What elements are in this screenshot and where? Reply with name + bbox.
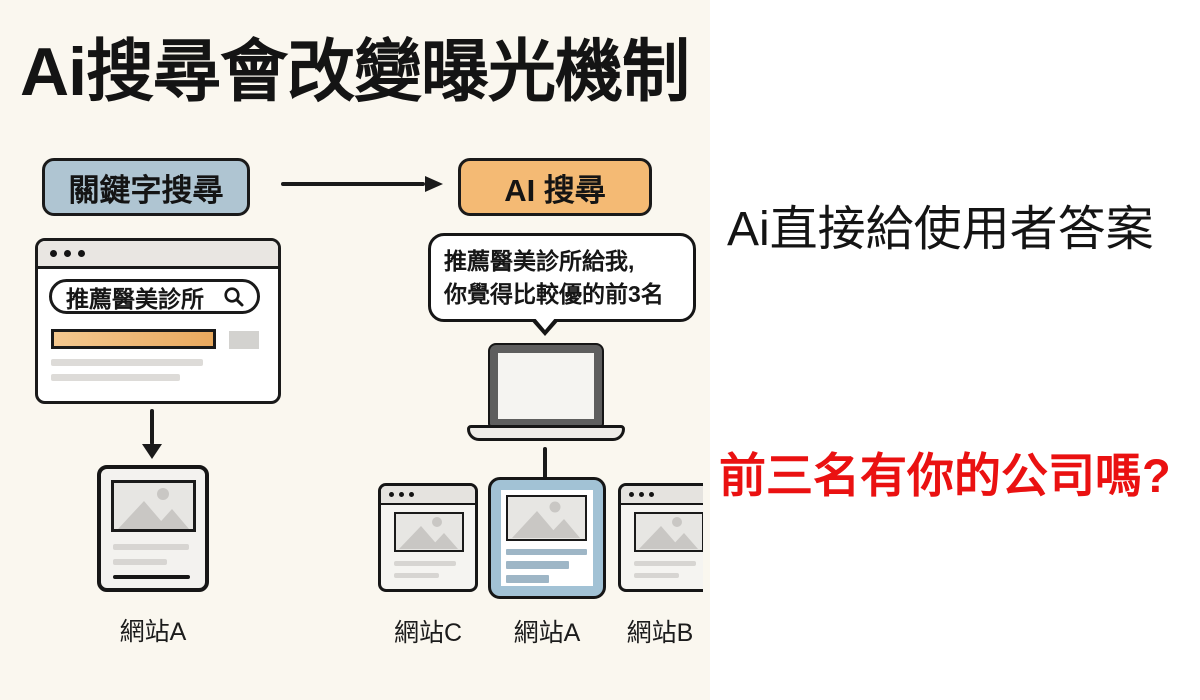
image-placeholder bbox=[506, 495, 587, 541]
photo-icon bbox=[118, 488, 189, 529]
window-dot-icon bbox=[639, 492, 644, 497]
window-dot-icon bbox=[389, 492, 394, 497]
answer-statement: Ai直接給使用者答案 bbox=[727, 203, 1154, 256]
ai-search-label: AI 搜尋 bbox=[504, 172, 606, 208]
window-dot-icon bbox=[649, 492, 654, 497]
window-dot-icon bbox=[64, 250, 71, 257]
arrow-shaft bbox=[543, 447, 547, 479]
website-label: 網站A bbox=[119, 618, 187, 646]
question-statement: 前三名有你的公司嗎? bbox=[719, 449, 1171, 502]
website-label: 網站A bbox=[513, 619, 581, 647]
image-placeholder bbox=[111, 480, 196, 532]
bubble-line-2: 你覺得比較優的前3名 bbox=[444, 281, 664, 308]
image-placeholder bbox=[394, 512, 464, 552]
browser-titlebar bbox=[381, 486, 475, 505]
card-inner bbox=[501, 490, 593, 586]
photo-icon bbox=[639, 517, 698, 549]
text-line-placeholder bbox=[113, 544, 189, 550]
website-card bbox=[378, 483, 478, 592]
laptop-screen-inner bbox=[498, 353, 594, 419]
text-line-placeholder bbox=[51, 359, 203, 366]
window-dot-icon bbox=[78, 250, 85, 257]
diagram-clip-area: Ai搜尋會改變曝光機制 關鍵字搜尋 AI 搜尋 推薦醫美診所 bbox=[20, 34, 703, 647]
browser-window: 推薦醫美診所 bbox=[35, 238, 281, 404]
highlighted-result-bar bbox=[51, 329, 216, 349]
bubble-line-1: 推薦醫美診所給我, bbox=[444, 248, 635, 274]
text-line-placeholder bbox=[634, 573, 679, 578]
text-line-placeholder bbox=[506, 561, 569, 569]
browser-titlebar bbox=[38, 241, 278, 269]
keyword-search-label: 關鍵字搜尋 bbox=[68, 172, 224, 208]
website-card bbox=[618, 483, 703, 592]
magnifier-icon bbox=[224, 286, 244, 306]
search-input: 推薦醫美診所 bbox=[49, 279, 260, 314]
text-line-placeholder bbox=[51, 374, 180, 381]
highlighted-website-card bbox=[488, 477, 606, 599]
browser-titlebar bbox=[621, 486, 703, 505]
result-chip bbox=[229, 331, 259, 349]
arrow-head bbox=[142, 444, 162, 459]
down-arrow bbox=[141, 409, 163, 459]
window-dot-icon bbox=[399, 492, 404, 497]
keyword-search-box: 關鍵字搜尋 bbox=[42, 158, 250, 216]
text-line-placeholder bbox=[113, 559, 167, 565]
speech-bubble: 推薦醫美診所給我, 你覺得比較優的前3名 bbox=[428, 233, 696, 336]
arrow-shaft bbox=[150, 409, 154, 445]
website-label: 網站C bbox=[393, 619, 463, 647]
text-line-placeholder bbox=[506, 549, 587, 555]
page-title: Ai搜尋會改變曝光機制 bbox=[20, 34, 690, 110]
text-line-placeholder bbox=[634, 561, 696, 566]
search-query-text: 推薦醫美診所 bbox=[66, 285, 204, 312]
text-line-placeholder bbox=[506, 575, 549, 583]
photo-icon bbox=[512, 501, 580, 538]
window-dot-icon bbox=[629, 492, 634, 497]
laptop-base bbox=[467, 425, 625, 441]
photo-icon bbox=[399, 517, 458, 549]
website-label: 網站B bbox=[626, 619, 694, 647]
ai-search-box: AI 搜尋 bbox=[458, 158, 652, 216]
image-placeholder bbox=[634, 512, 703, 552]
text-line-placeholder bbox=[394, 561, 456, 566]
divider-line bbox=[113, 575, 190, 579]
window-dot-icon bbox=[50, 250, 57, 257]
right-arrow bbox=[281, 176, 443, 192]
arrow-shaft bbox=[281, 182, 425, 186]
diagram-panel: Ai搜尋會改變曝光機制 關鍵字搜尋 AI 搜尋 推薦醫美診所 bbox=[0, 0, 710, 700]
laptop-icon bbox=[488, 343, 604, 427]
arrow-head bbox=[425, 176, 443, 192]
window-dot-icon bbox=[409, 492, 414, 497]
website-card bbox=[97, 465, 209, 592]
text-line-placeholder bbox=[394, 573, 439, 578]
